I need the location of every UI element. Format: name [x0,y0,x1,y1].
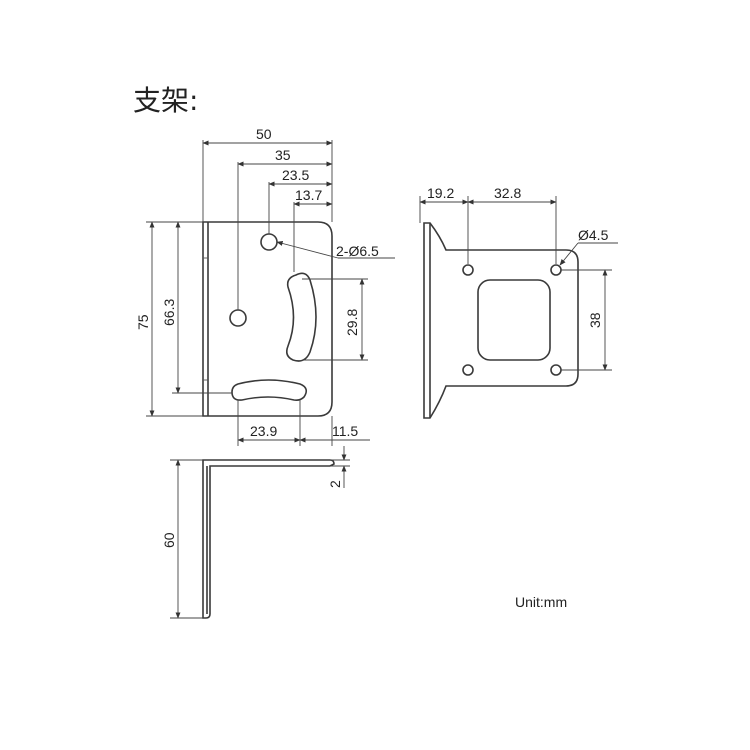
dim-height-75: 75 [135,314,151,330]
side-hole-tr [550,264,562,276]
dim-23-9: 23.9 [250,423,277,439]
arc-slot [286,272,317,362]
dim-19-2: 19.2 [427,185,454,201]
hole-callout-4-5: Ø4.5 [578,227,609,243]
side-flange-outline [423,222,579,419]
side-center-cutout [477,279,551,361]
dim-23-5: 23.5 [282,167,309,183]
mount-hole-top [260,233,278,251]
hole-callout-2-6-5: 2-Ø6.5 [336,243,379,259]
side-view: 19.2 32.8 Ø4.5 38 [419,185,618,419]
dim-29-8: 29.8 [344,309,360,336]
side-hole-bl [462,364,474,376]
bottom-view: 2 60 [161,446,350,619]
dim-32-8: 32.8 [494,185,521,201]
unit-label: Unit:mm [515,594,567,610]
front-view: 50 35 23.5 13.7 2-Ø6.5 75 66.3 29.8 [135,126,395,446]
dim-11-5: 11.5 [332,423,358,439]
dim-thickness-2: 2 [327,480,343,488]
dim-13-7: 13.7 [295,187,322,203]
dim-38: 38 [587,312,603,328]
front-plate-outline [202,221,333,417]
dim-35: 35 [275,147,291,163]
dim-height-60: 60 [161,532,177,548]
side-hole-br [550,364,562,376]
side-hole-tl [462,264,474,276]
angle-profile [202,459,335,619]
dim-66-3: 66.3 [161,299,177,326]
page-title: 支架: [133,84,198,117]
dim-width-50: 50 [256,126,272,142]
bottom-slot [231,379,308,401]
mount-hole-center [229,309,247,327]
